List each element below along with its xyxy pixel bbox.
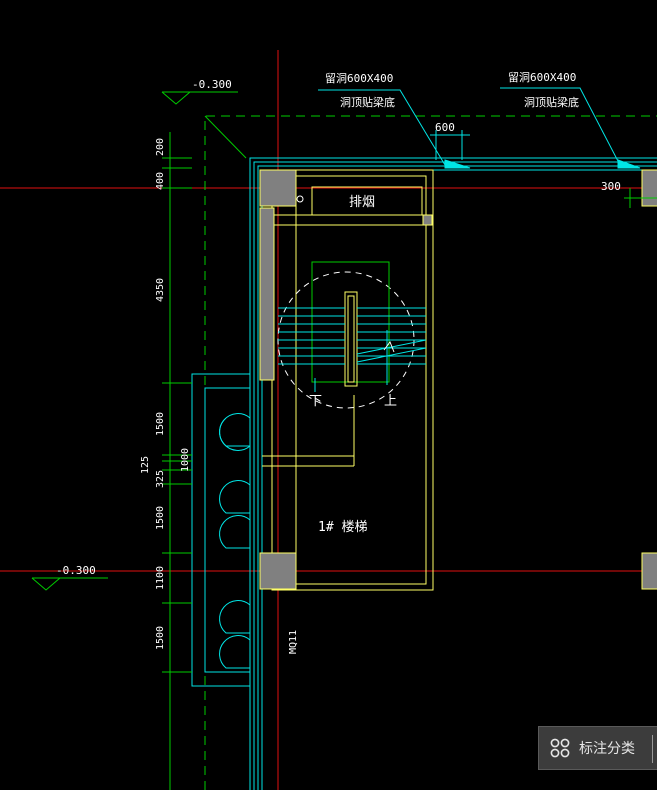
vdim-label: 200: [155, 138, 166, 156]
wall-segment: [422, 214, 433, 226]
column: [259, 169, 297, 207]
column: [641, 552, 657, 590]
left-annex: [191, 373, 251, 687]
stair-up-label: 上: [384, 394, 397, 409]
door-tag: MQ11: [288, 630, 299, 654]
annotation-category-label: 标注分类: [579, 741, 635, 757]
vdim-label: 1500: [155, 412, 166, 436]
dashed-outline: [204, 115, 657, 790]
drawing-labels: -0.300 -0.300 留洞600X400 洞顶贴梁底 留洞600X400 …: [56, 71, 621, 654]
dimension-600: 600: [435, 121, 455, 134]
stair-name-label: 1# 楼梯: [318, 520, 367, 535]
level-label-top: -0.300: [192, 78, 232, 91]
columns: [259, 169, 657, 590]
stair-details: [277, 261, 427, 409]
column: [259, 552, 297, 590]
column: [641, 169, 657, 207]
wall-segment: [259, 207, 275, 381]
grid-apps-icon: [550, 738, 570, 758]
level-markers: [31, 91, 238, 591]
opening-label-1: 留洞600X400: [325, 72, 393, 85]
vdim-label: 400: [155, 172, 166, 190]
opening-note-1: 洞顶贴梁底: [340, 95, 395, 109]
pipe-marker: [296, 195, 304, 203]
opening-callouts: [318, 87, 641, 169]
vertical-dimension-labels: 200 400 4350 1500 125 325 1000 1500 1100…: [140, 138, 191, 650]
dimension-300: 300: [601, 180, 621, 193]
vdim-label: 1000: [180, 448, 191, 472]
level-label-left: -0.300: [56, 564, 96, 577]
vdim-label: 1100: [155, 566, 166, 590]
vdim-label: 1500: [155, 506, 166, 530]
dimension-lines: [162, 132, 657, 790]
stair-down-label: 下: [309, 394, 322, 409]
annotation-category-button[interactable]: 标注分类: [538, 726, 657, 770]
opening-label-2: 留洞600X400: [508, 71, 576, 84]
vdim-label: 325: [155, 470, 166, 488]
stair-walls: [262, 169, 434, 591]
chimney-label: 排烟: [349, 195, 375, 210]
opening-note-2: 洞顶贴梁底: [524, 95, 579, 109]
vdim-label: 4350: [155, 278, 166, 302]
vdim-label: 125: [140, 456, 151, 474]
vdim-label: 1500: [155, 626, 166, 650]
panel-edge: [652, 735, 657, 763]
